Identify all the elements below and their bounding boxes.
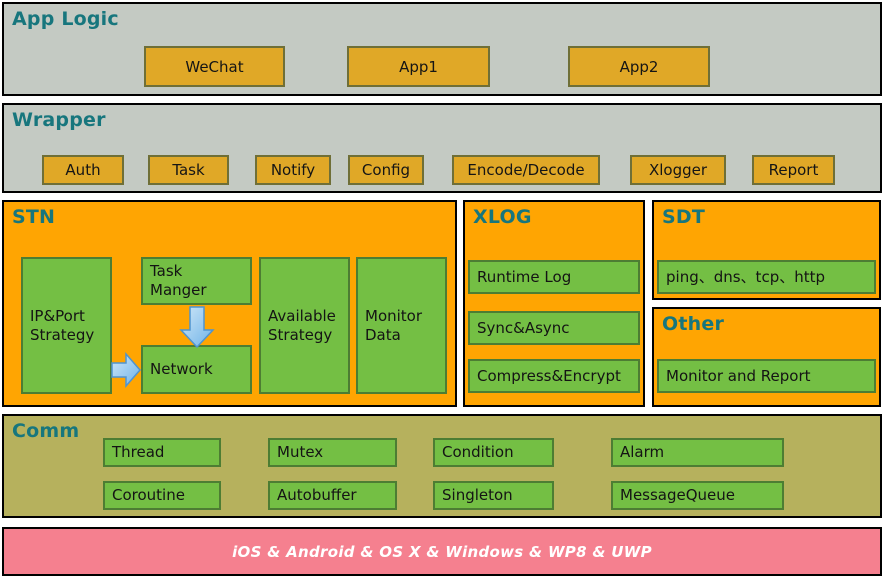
section-title-stn: STN bbox=[12, 206, 56, 228]
node-config: Config bbox=[348, 155, 424, 185]
node-monitor-and-report: Monitor and Report bbox=[657, 359, 876, 393]
section-xlog: XLOG Runtime Log Sync&Async Compress&Enc… bbox=[463, 200, 645, 407]
section-title-app-logic: App Logic bbox=[12, 8, 119, 30]
section-title-wrapper: Wrapper bbox=[12, 109, 106, 131]
section-platforms: iOS & Android & OS X & Windows & WP8 & U… bbox=[2, 527, 882, 576]
section-stn: STN IP&Port Strategy Task Manger Network… bbox=[2, 200, 457, 407]
platforms-label: iOS & Android & OS X & Windows & WP8 & U… bbox=[232, 542, 652, 561]
node-xlogger: Xlogger bbox=[630, 155, 726, 185]
node-available-strategy: Available Strategy bbox=[259, 257, 350, 394]
node-app1: App1 bbox=[347, 46, 490, 87]
section-title-comm: Comm bbox=[12, 420, 80, 442]
node-singleton: Singleton bbox=[433, 481, 554, 510]
node-encode-decode: Encode/Decode bbox=[452, 155, 600, 185]
section-comm: Comm Thread Mutex Condition Alarm Corout… bbox=[2, 414, 882, 518]
section-app-logic: App Logic WeChat App1 App2 bbox=[2, 2, 882, 96]
node-task-manger-label: Task Manger bbox=[150, 262, 207, 299]
node-condition: Condition bbox=[433, 438, 554, 467]
node-mutex: Mutex bbox=[268, 438, 397, 467]
node-network: Network bbox=[141, 345, 252, 394]
node-alarm: Alarm bbox=[611, 438, 784, 467]
node-app2: App2 bbox=[568, 46, 710, 87]
node-report: Report bbox=[752, 155, 835, 185]
node-runtime-log: Runtime Log bbox=[468, 260, 640, 294]
node-notify: Notify bbox=[255, 155, 331, 185]
block-arrow-down-icon bbox=[179, 306, 215, 348]
node-wechat: WeChat bbox=[144, 46, 285, 87]
node-autobuffer: Autobuffer bbox=[268, 481, 397, 510]
node-thread: Thread bbox=[103, 438, 221, 467]
node-compress-encrypt: Compress&Encrypt bbox=[468, 359, 640, 393]
section-title-sdt: SDT bbox=[662, 206, 706, 228]
node-sync-async: Sync&Async bbox=[468, 311, 640, 345]
section-other: Other Monitor and Report bbox=[652, 307, 881, 407]
node-messagequeue: MessageQueue bbox=[611, 481, 784, 510]
node-monitor-data: Monitor Data bbox=[356, 257, 447, 394]
node-coroutine: Coroutine bbox=[103, 481, 221, 510]
block-arrow-right-icon bbox=[111, 352, 141, 388]
node-task-manger: Task Manger bbox=[141, 257, 252, 305]
section-title-other: Other bbox=[662, 313, 725, 335]
section-wrapper: Wrapper Auth Task Notify Config Encode/D… bbox=[2, 103, 882, 193]
node-auth: Auth bbox=[42, 155, 124, 185]
section-sdt: SDT ping、dns、tcp、http bbox=[652, 200, 881, 300]
node-ping-dns-tcp-http: ping、dns、tcp、http bbox=[657, 260, 876, 294]
section-title-xlog: XLOG bbox=[473, 206, 532, 228]
node-task: Task bbox=[148, 155, 229, 185]
node-ip-port-strategy: IP&Port Strategy bbox=[21, 257, 112, 394]
